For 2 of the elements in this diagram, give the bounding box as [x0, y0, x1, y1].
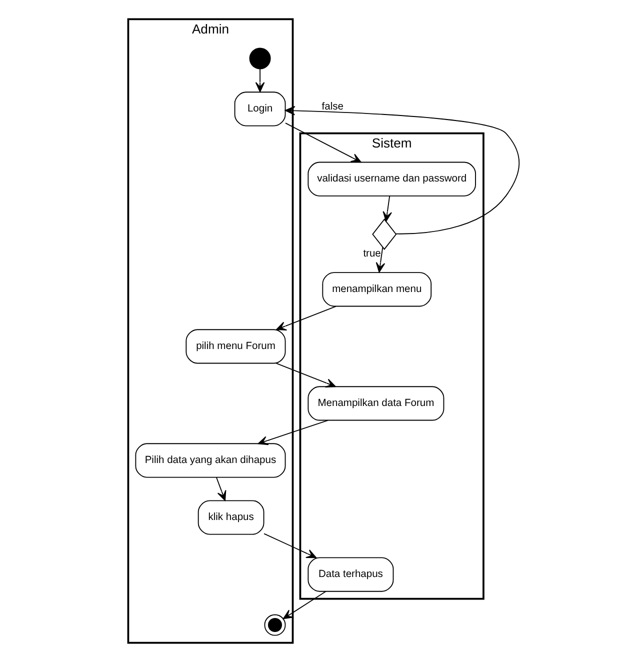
edge-label: true — [363, 248, 381, 260]
edge-label: false — [322, 101, 344, 112]
